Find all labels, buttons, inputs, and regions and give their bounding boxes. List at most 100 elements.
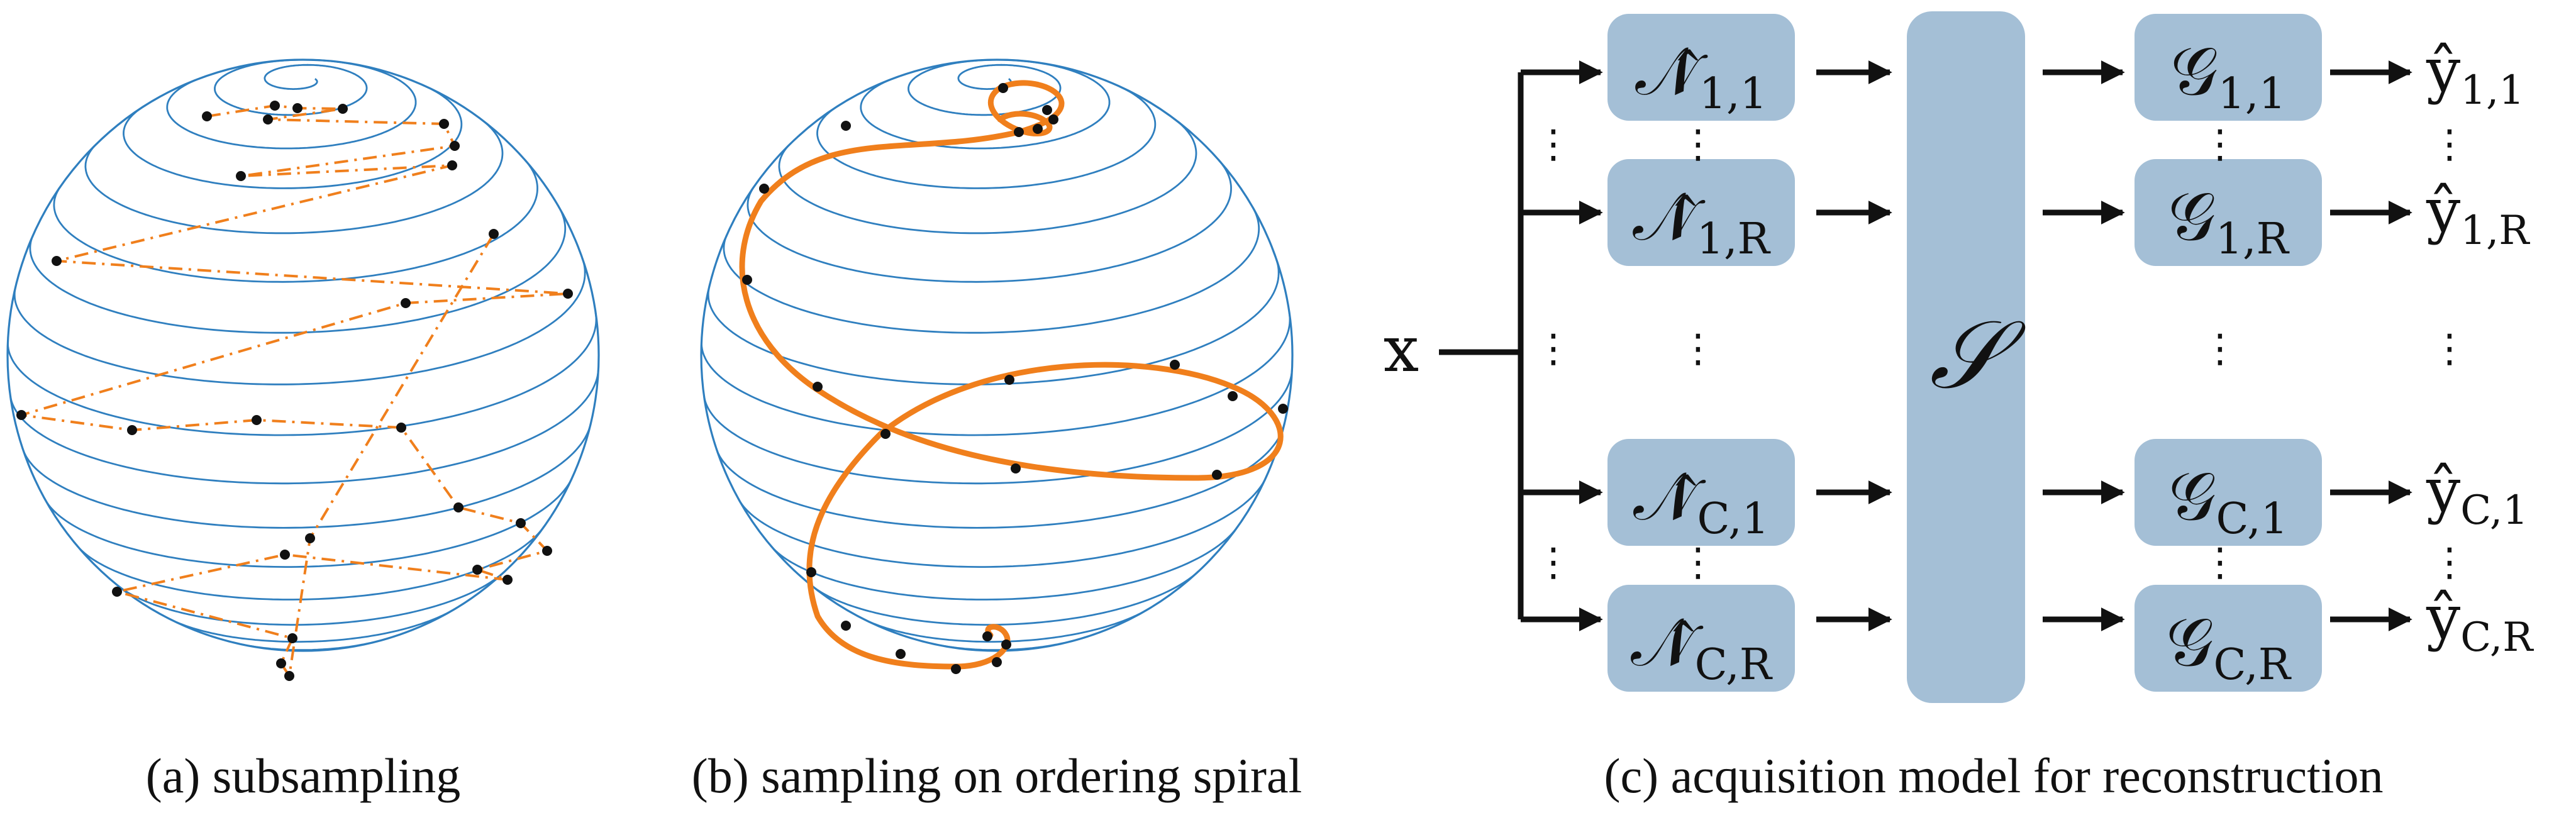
input-x-label: x — [1384, 313, 1419, 386]
sample-point-a-4 — [338, 104, 348, 114]
sample-point-a-3 — [292, 103, 303, 113]
sample-point-a-12 — [563, 289, 573, 299]
sample-point-a-11 — [489, 229, 499, 239]
noise-block-C-R — [1607, 585, 1795, 692]
sphere-spiral-grid — [701, 58, 1293, 651]
input-branch-lines — [1439, 60, 1603, 631]
noise-block-C-1 — [1607, 439, 1795, 546]
noise-operator-column: 𝒩̂1,1 𝒩̂1,R 𝒩̂C,1 𝒩̂C,R — [1607, 14, 1795, 692]
ellipsis-output-bottom: ⋮ — [2430, 539, 2469, 585]
output-y-C-R: ŷC,R — [2426, 582, 2534, 661]
ellipsis-markers: ⋮ ⋮ ⋮ ⋮ ⋮ ⋮ ⋮ ⋮ ⋮ ⋮ ⋮ ⋮ — [1534, 121, 2469, 585]
recon-block-1-1 — [2135, 14, 2322, 121]
ellipsis-output-mid: ⋮ — [2430, 325, 2469, 371]
subsampling-sphere-panel: (a) subsampling — [6, 58, 600, 803]
sample-point-a-1 — [202, 111, 212, 121]
sphere-spiral-grid — [7, 58, 599, 651]
ellipsis-recon-bottom: ⋮ — [2201, 539, 2240, 585]
ellipsis-input-mid: ⋮ — [1534, 325, 1573, 371]
sample-point-b-3 — [1048, 114, 1058, 125]
sphere-b-grid — [700, 58, 1294, 652]
sample-point-a-2 — [270, 101, 280, 111]
noise-label-1-1: 𝒩̂1,1 — [1635, 33, 1767, 119]
sample-point-a-21 — [542, 546, 552, 556]
sample-point-b-2 — [1042, 105, 1052, 115]
sample-point-a-10 — [52, 256, 62, 266]
sample-point-b-17 — [806, 567, 816, 577]
sample-point-a-22 — [280, 550, 290, 560]
sample-point-a-27 — [276, 658, 286, 668]
ellipsis-recon-top: ⋮ — [2201, 121, 2240, 167]
sample-point-a-17 — [396, 423, 406, 433]
sample-points-b — [742, 83, 1288, 674]
sample-point-a-9 — [447, 160, 457, 170]
sample-point-b-20 — [951, 664, 961, 674]
ellipsis-noise-bottom: ⋮ — [1679, 539, 1718, 585]
reconstruction-operator-column: 𝒢1,1 𝒢1,R 𝒢C,1 𝒢C,R — [2135, 14, 2322, 692]
noise-label-1-R: 𝒩̂1,R — [1633, 178, 1770, 264]
caption-a: (a) subsampling — [146, 748, 460, 803]
sample-point-b-8 — [742, 275, 752, 285]
sample-point-b-14 — [1228, 391, 1238, 401]
recon-block-C-1 — [2135, 439, 2322, 546]
recon-label-C-R: 𝒢C,R — [2166, 604, 2292, 690]
sample-point-a-15 — [127, 425, 137, 435]
caption-c: (c) acquisition model for reconstruction — [1604, 748, 2384, 803]
recon-block-C-R — [2135, 585, 2322, 692]
sample-point-a-6 — [439, 119, 449, 129]
noise-block-1-R — [1607, 159, 1795, 266]
ellipsis-noise-mid: ⋮ — [1679, 325, 1718, 371]
ellipsis-input-bottom: ⋮ — [1534, 539, 1573, 585]
ordering-spiral-trajectory — [739, 80, 1284, 670]
ordering-spiral-sphere-panel: (b) sampling on ordering spiral — [692, 58, 1302, 803]
sample-point-b-12 — [1170, 360, 1180, 370]
sample-point-a-16 — [252, 415, 262, 425]
sample-point-a-5 — [263, 114, 273, 125]
output-y-1-1: ŷ1,1 — [2426, 35, 2524, 114]
ellipsis-input-top: ⋮ — [1534, 121, 1573, 167]
recon-label-C-1: 𝒢C,1 — [2168, 458, 2288, 544]
ellipsis-noise-top: ⋮ — [1679, 121, 1718, 167]
noise-block-1-1 — [1607, 14, 1795, 121]
output-y-1-R: ŷ1,R — [2426, 175, 2530, 254]
ellipsis-recon-mid: ⋮ — [2201, 325, 2240, 371]
sample-points-a — [16, 101, 573, 681]
sample-point-b-4 — [1033, 124, 1043, 134]
sample-point-b-21 — [992, 657, 1002, 667]
sample-point-a-28 — [284, 671, 294, 681]
caption-b: (b) sampling on ordering spiral — [692, 748, 1302, 803]
sample-point-a-19 — [305, 533, 315, 543]
sample-point-b-15 — [1278, 404, 1288, 414]
sample-point-b-10 — [880, 429, 891, 439]
random-sampling-path — [20, 104, 569, 677]
sampling-trajectory-a — [20, 104, 569, 677]
sample-point-b-5 — [1014, 127, 1024, 137]
sample-point-b-6 — [841, 121, 851, 131]
arrows-to-outputs — [2330, 60, 2412, 631]
sample-point-a-13 — [401, 298, 411, 308]
sample-point-b-1 — [998, 83, 1008, 93]
recon-block-1-R — [2135, 159, 2322, 266]
sample-point-a-24 — [112, 587, 122, 597]
shared-operator-block — [1907, 11, 2025, 703]
sample-point-b-22 — [1001, 640, 1011, 650]
sample-point-a-8 — [236, 171, 246, 181]
arrows-to-reconstruction-operators — [2043, 60, 2125, 631]
sample-point-a-25 — [502, 575, 513, 585]
sample-point-a-14 — [16, 410, 26, 420]
sample-point-b-16 — [1212, 470, 1222, 480]
sample-point-a-18 — [453, 502, 464, 512]
sample-point-a-26 — [287, 633, 297, 643]
ellipsis-output-top: ⋮ — [2430, 121, 2469, 167]
output-column: ŷ1,1 ŷ1,R ŷC,1 ŷC,R — [2426, 35, 2534, 661]
recon-label-1-1: 𝒢1,1 — [2170, 33, 2286, 119]
acquisition-model-diagram: x 𝒩̂1,1 𝒩̂1,R 𝒩̂C,1 𝒩̂C,R — [1384, 11, 2534, 803]
sample-point-b-7 — [759, 184, 769, 194]
sample-point-b-19 — [896, 649, 906, 659]
noise-label-C-1: 𝒩̂C,1 — [1633, 458, 1769, 544]
sample-point-a-20 — [516, 518, 526, 528]
sample-point-b-9 — [813, 382, 823, 392]
sample-point-b-23 — [982, 631, 992, 641]
